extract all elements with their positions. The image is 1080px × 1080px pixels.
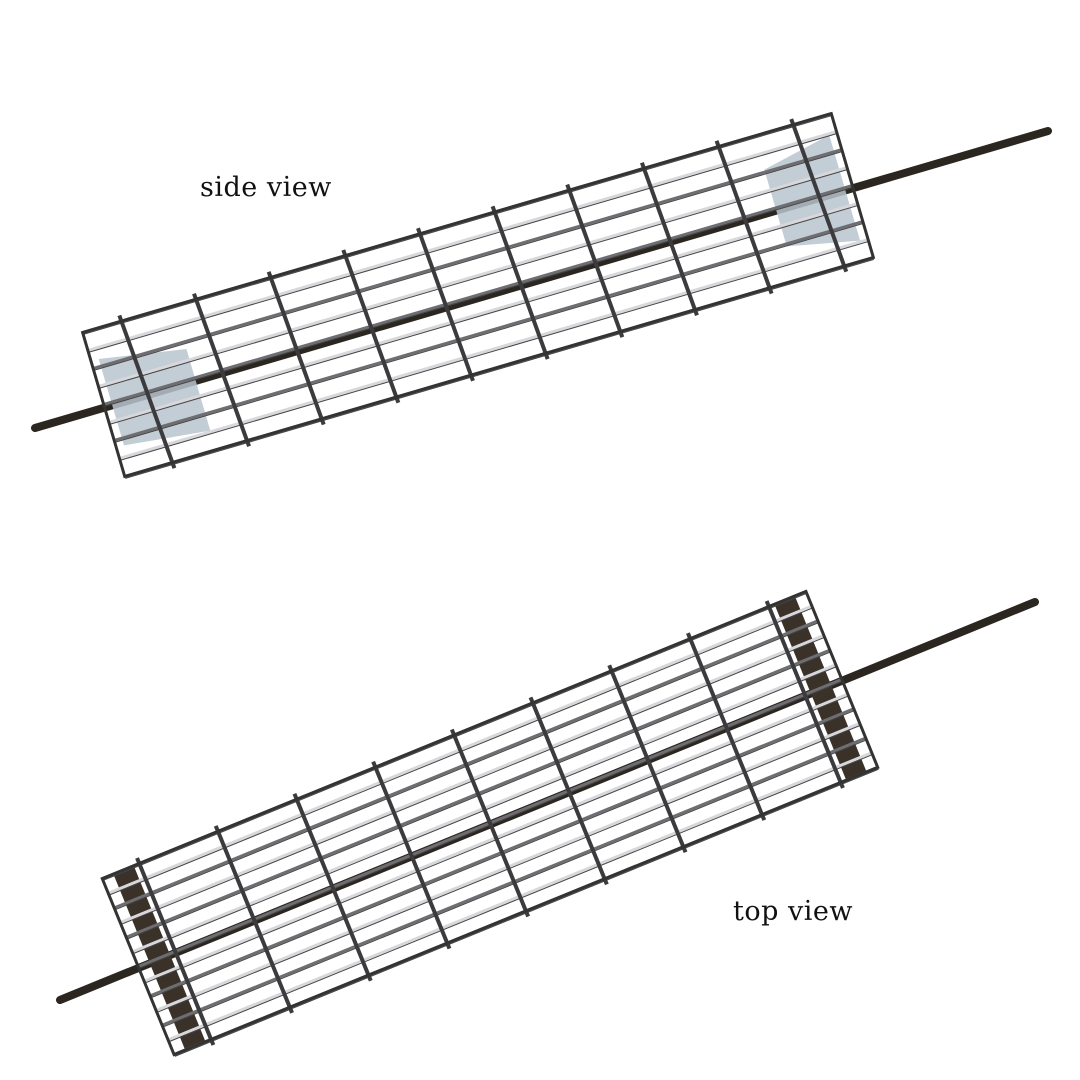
longitudinal-wire (103, 184, 853, 406)
cross-rib (714, 140, 774, 295)
wire-shadow (109, 204, 859, 425)
cross-rib (490, 205, 550, 360)
cross-rib (341, 249, 401, 404)
frame-outline (80, 111, 876, 479)
wire-shadow (98, 168, 848, 389)
end-plate (764, 134, 861, 247)
basket-side-view (31, 111, 1052, 479)
wire-shadow (88, 132, 838, 353)
wire-shadow (83, 114, 832, 335)
cross-rib (213, 825, 294, 1014)
top-view-label: top view (733, 896, 853, 927)
cross-rib (416, 227, 475, 382)
cross-rib (528, 696, 609, 886)
cross-rib (292, 792, 373, 982)
cross-rib (135, 857, 216, 1046)
wire-shadow (114, 222, 864, 443)
cross-rib (371, 760, 452, 950)
cross-rib (640, 162, 699, 317)
longitudinal-wire (97, 166, 848, 388)
longitudinal-wire (113, 220, 864, 442)
wire-shadow (104, 186, 854, 407)
basket-top-view (56, 589, 1039, 1057)
spit-rod (31, 127, 1052, 432)
longitudinal-wire (92, 148, 843, 370)
cross-rib (192, 292, 251, 448)
frame-outline (100, 589, 880, 1057)
cross-rib (686, 632, 767, 821)
cross-rib (117, 314, 177, 469)
cross-rib (449, 728, 531, 918)
wire-shadow (119, 240, 869, 461)
wire-shadow (125, 258, 875, 479)
basket-frame (100, 589, 880, 1057)
cross-rib (565, 183, 625, 338)
cross-rib (764, 600, 845, 789)
cross-rib (607, 664, 688, 854)
side-view-label: side view (200, 172, 332, 203)
basket-frame (80, 111, 876, 479)
cross-rib (789, 118, 849, 273)
longitudinal-wire (87, 130, 837, 352)
longitudinal-wire (119, 238, 869, 460)
longitudinal-wire (108, 202, 859, 424)
cross-rib (266, 271, 326, 426)
wire-shadow (93, 150, 843, 371)
